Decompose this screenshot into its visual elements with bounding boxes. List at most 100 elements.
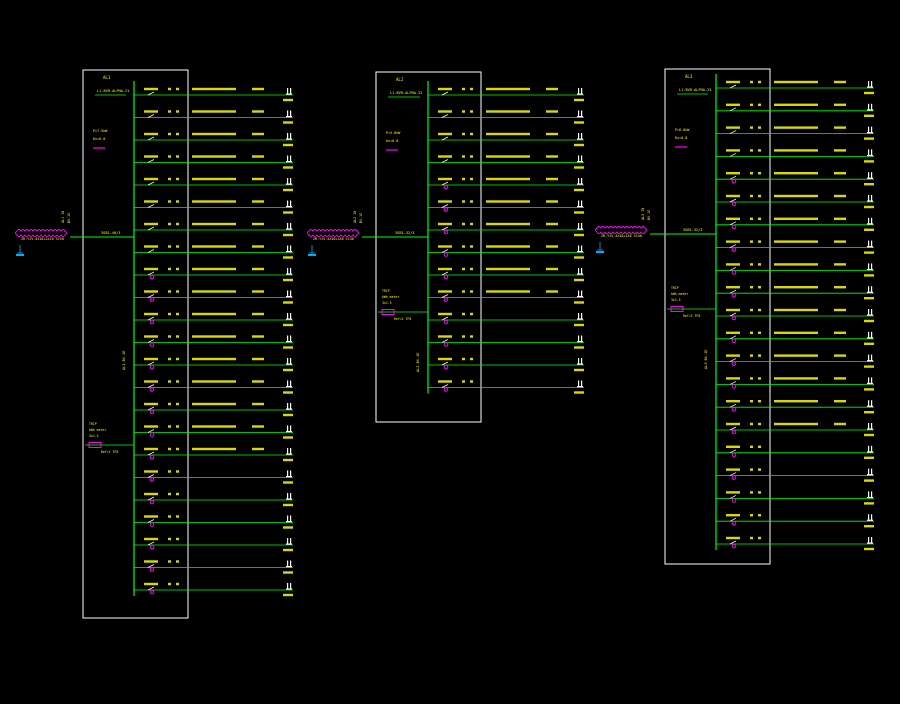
load-rating [252, 132, 264, 136]
load-icon [290, 358, 292, 364]
load-rating [834, 172, 846, 175]
circuit-number [176, 312, 179, 316]
load-name [283, 436, 293, 439]
load-rating [834, 240, 846, 243]
load-rating [834, 422, 846, 426]
feeder-cloud [307, 229, 359, 237]
load-icon [577, 161, 583, 163]
circuit-row [134, 380, 293, 394]
cable-spec [486, 222, 530, 226]
load-icon [287, 178, 289, 184]
load-icon [871, 149, 873, 156]
breaker-icon [147, 451, 155, 456]
side-label: AL3 BV-1E [704, 350, 708, 369]
panel-header: AL2 [396, 77, 404, 82]
rcd-icon [731, 292, 737, 298]
load-icon [290, 380, 292, 387]
circuit-row [716, 308, 874, 323]
circuit-number [470, 155, 473, 158]
load-icon [581, 380, 583, 387]
load-rating [546, 132, 558, 136]
meter-annotation: kWh meter [89, 428, 106, 432]
circuit-number [750, 286, 753, 289]
circuit-number [462, 312, 465, 316]
load-icon [290, 133, 292, 139]
circuit-number [176, 245, 179, 248]
load-name [283, 166, 293, 169]
circuit-number [750, 217, 753, 220]
load-name [283, 458, 293, 462]
breaker-label [726, 240, 740, 243]
load-icon [581, 178, 583, 184]
breaker-icon [441, 249, 449, 253]
load-icon [581, 110, 583, 117]
load-rating [546, 110, 558, 113]
load-icon [867, 86, 873, 88]
load-icon [290, 88, 292, 94]
load-name [574, 278, 584, 282]
load-icon [871, 491, 873, 498]
circuit-number [176, 492, 179, 496]
load-icon [577, 251, 583, 253]
circuit-number [750, 331, 753, 334]
load-icon [287, 290, 289, 297]
load-name [283, 503, 293, 507]
load-name [864, 502, 874, 505]
load-annotation: P=6.0kW [675, 128, 690, 132]
breaker-icon [729, 495, 737, 499]
load-icon [868, 217, 870, 224]
load-icon [581, 335, 583, 342]
rcd-icon [731, 247, 737, 252]
circuit-number [176, 290, 179, 293]
load-icon [286, 363, 292, 365]
circuit-number [168, 357, 171, 361]
circuit-number [750, 377, 753, 380]
circuit-number [758, 80, 761, 84]
breaker-icon [441, 384, 449, 388]
load-name [864, 411, 874, 414]
load-icon [871, 195, 873, 201]
load-icon [868, 195, 870, 201]
breaker-label [144, 312, 158, 316]
load-icon [286, 273, 292, 275]
load-icon [871, 468, 873, 475]
circuit-number [758, 286, 761, 289]
breaker-label [438, 290, 452, 293]
load-icon [868, 286, 870, 293]
circuit-number [470, 335, 473, 338]
load-icon [287, 335, 289, 342]
cable-spec [774, 331, 818, 334]
load-icon [577, 386, 583, 388]
feeder-tag: BV-1E [67, 213, 71, 223]
load-icon [871, 423, 873, 429]
circuit-number [462, 245, 465, 248]
meter-annotation: kWh meter [671, 292, 688, 296]
rcd-icon [731, 224, 737, 230]
breaker-label [144, 155, 158, 158]
load-icon [577, 273, 583, 275]
load-rating [834, 286, 846, 289]
circuit-number [758, 514, 761, 517]
load-name [283, 368, 293, 372]
load-name [864, 228, 874, 231]
circuit-number [750, 80, 753, 84]
load-name [864, 205, 874, 209]
meter-annotation: 3x1.5 [89, 434, 99, 438]
load-icon [578, 335, 580, 342]
load-icon [287, 583, 289, 589]
breaker-label [726, 149, 740, 152]
load-rating [834, 377, 846, 380]
breaker-label [144, 245, 158, 248]
rcd-icon [149, 274, 155, 280]
circuit-number [168, 155, 171, 158]
breaker-label [438, 335, 452, 338]
load-name [283, 233, 293, 237]
circuit-row [134, 425, 293, 439]
breaker-icon [147, 384, 155, 388]
breaker-icon [729, 130, 737, 134]
circuit-number [470, 312, 473, 316]
circuit-number [168, 402, 171, 406]
load-icon [867, 132, 873, 134]
circuit-row [134, 155, 293, 169]
rcd-icon [731, 406, 737, 412]
